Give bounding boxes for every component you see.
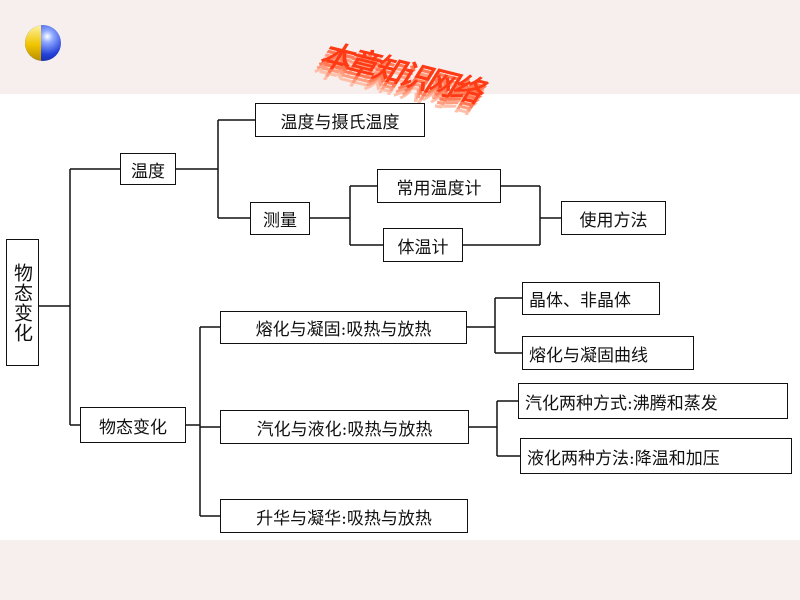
node-crystal: 晶体、非晶体 xyxy=(522,282,660,315)
node-melting-curve: 熔化与凝固曲线 xyxy=(522,336,694,370)
node-clinical-thermometer: 体温计 xyxy=(383,228,463,262)
root-node: 物态变化 xyxy=(6,239,39,366)
node-phase-change: 物态变化 xyxy=(80,407,186,443)
node-liquefaction-methods: 液化两种方法:降温和加压 xyxy=(520,438,792,474)
node-usage: 使用方法 xyxy=(561,201,666,235)
node-measurement: 测量 xyxy=(250,202,310,235)
node-temperature: 温度 xyxy=(120,153,176,185)
node-vaporization-methods: 汽化两种方式:沸腾和蒸发 xyxy=(518,383,788,419)
node-melting: 熔化与凝固:吸热与放热 xyxy=(220,311,467,344)
bullet-ball-icon xyxy=(25,25,61,61)
node-temperature-definition: 温度与摄氏温度 xyxy=(255,103,425,137)
node-vaporization: 汽化与液化:吸热与放热 xyxy=(220,410,469,444)
node-common-thermometer: 常用温度计 xyxy=(377,169,501,203)
node-sublimation: 升华与凝华:吸热与放热 xyxy=(220,499,468,533)
